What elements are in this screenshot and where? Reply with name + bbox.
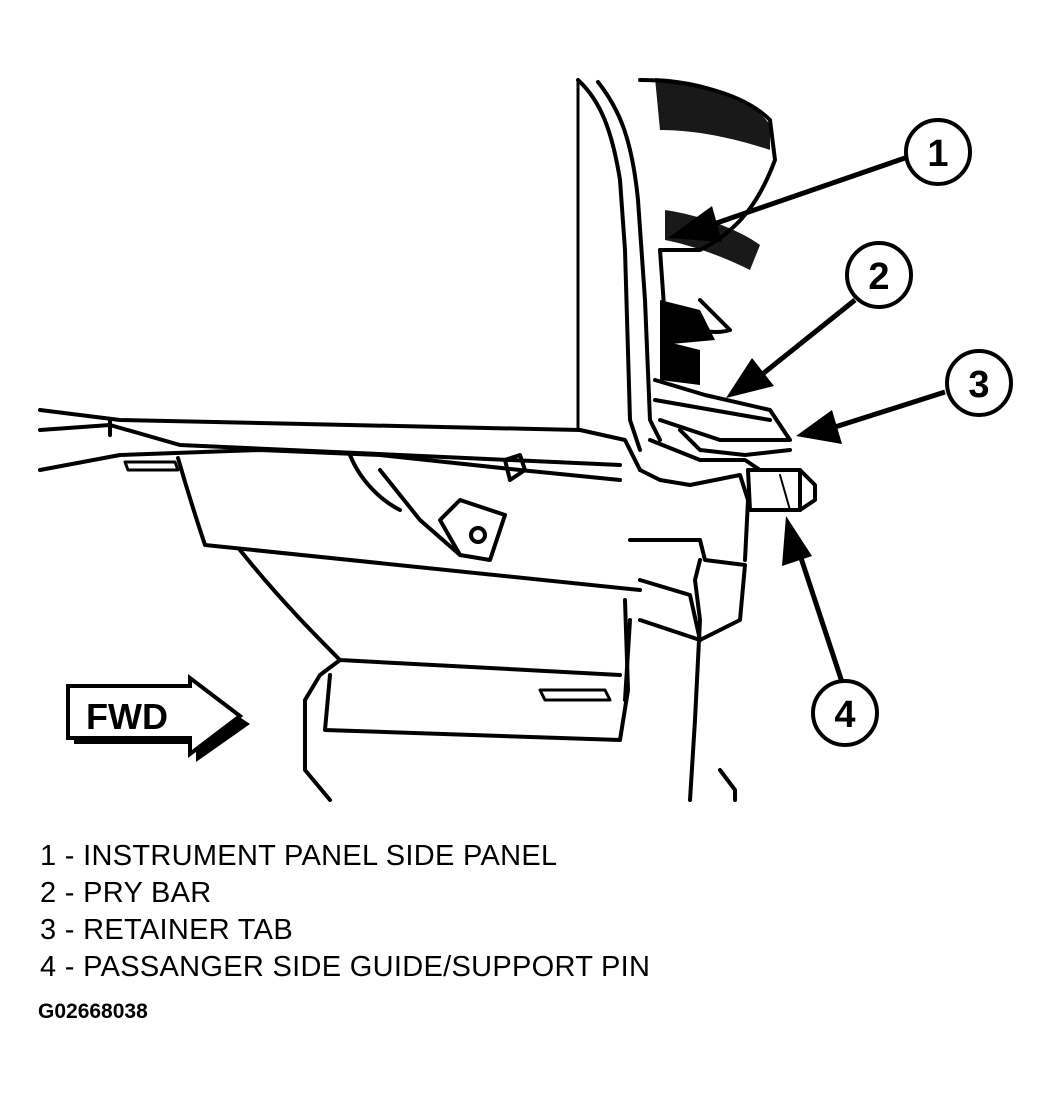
- arrowhead-2: [726, 358, 774, 398]
- legend-item: 2 - PRY BAR: [40, 877, 212, 909]
- legend-list: 1 - INSTRUMENT PANEL SIDE PANEL 2 - PRY …: [40, 838, 650, 986]
- callout-number: 4: [834, 694, 855, 736]
- retainer-tab: [678, 428, 792, 457]
- callout-1: 1: [904, 118, 972, 186]
- arrowhead-3: [796, 410, 842, 444]
- fwd-label: FWD: [86, 696, 168, 737]
- arrowhead-4: [782, 516, 812, 566]
- callout-3: 3: [945, 349, 1013, 417]
- support-pin: [746, 468, 817, 512]
- callout-4: 4: [811, 679, 879, 747]
- side-panel-outline: [576, 78, 642, 452]
- forward-direction-arrow: FWD: [66, 673, 250, 762]
- bracket: [438, 498, 507, 562]
- pry-bar: [653, 378, 792, 442]
- callout-circle: [845, 241, 913, 309]
- arrowhead-1: [668, 206, 722, 242]
- leader-line-2: [753, 298, 857, 382]
- dash-top-edge: [38, 408, 642, 472]
- figure-id: G02668038: [38, 1000, 148, 1023]
- callout-number: 3: [968, 364, 989, 406]
- callout-circle: [945, 349, 1013, 417]
- fwd-arrow-body: [66, 673, 244, 759]
- legend-item: 3 - RETAINER TAB: [40, 914, 293, 946]
- lower-box: [176, 456, 642, 592]
- callout-number: 2: [868, 256, 889, 298]
- panel-removal-diagram: 1 2 3 4 FWD: [38, 78, 1013, 802]
- leader-lines: [668, 155, 946, 686]
- callout-2: 2: [845, 241, 913, 309]
- legend-item: 1 - INSTRUMENT PANEL SIDE PANEL: [40, 840, 558, 872]
- leader-line-3: [834, 389, 946, 430]
- callout-circle: [811, 679, 879, 747]
- callout-number: 1: [927, 133, 948, 175]
- leader-line-1: [704, 155, 906, 230]
- legend-item: 4 - PASSANGER SIDE GUIDE/SUPPORT PIN: [40, 951, 651, 983]
- callout-circle: [904, 118, 972, 186]
- leader-line-4: [797, 554, 846, 686]
